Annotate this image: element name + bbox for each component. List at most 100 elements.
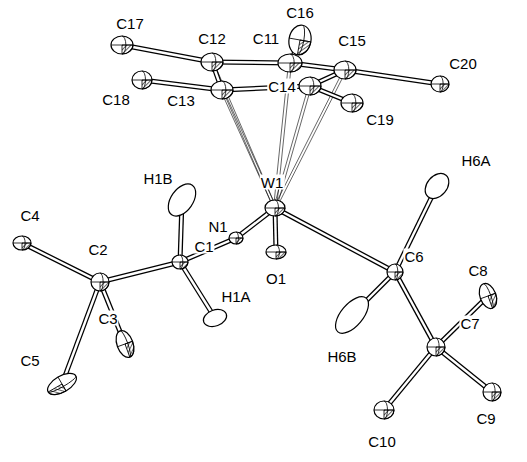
bond-core [122, 45, 212, 62]
ellipsoid-outline [476, 281, 500, 311]
ellipsoid-outline [427, 338, 445, 356]
ellipsoid-outline [91, 273, 109, 291]
ellipsoid [132, 71, 152, 89]
principal-axis [13, 243, 31, 244]
atom-label: C14 [267, 79, 297, 94]
principal-arc [352, 94, 356, 112]
ellipsoid-outline [287, 23, 314, 56]
ellipsoid-outline [334, 61, 356, 79]
ellipsoid-outline [387, 264, 403, 280]
ellipsoid-outline [299, 77, 321, 95]
principal-axis [289, 38, 311, 42]
principal-arc [345, 61, 349, 79]
principal-axis [431, 84, 449, 85]
octant-shade [395, 272, 403, 280]
octant-shade [180, 262, 188, 269]
ellipsoid [387, 264, 403, 280]
bond [345, 70, 440, 84]
principal-axis [334, 70, 356, 71]
principal-arc [290, 54, 294, 72]
bond-core [222, 86, 310, 90]
atom-label: C9 [475, 411, 496, 426]
ellipsoid [287, 23, 314, 56]
atom-label: C17 [115, 16, 145, 31]
bond [180, 238, 236, 262]
atom-label: H6B [326, 349, 357, 364]
bond-core [436, 347, 492, 392]
ellipsoid-outline [278, 54, 302, 72]
ellipsoid-outline [483, 383, 501, 401]
principal-axis [427, 347, 445, 348]
octant-shade [297, 40, 310, 57]
bond [436, 296, 488, 347]
ellipsoid [91, 273, 109, 291]
atom-label: C18 [101, 92, 131, 107]
ellipsoid [341, 94, 363, 112]
bond-core [62, 282, 100, 384]
ellipsoid [44, 369, 80, 399]
bond [222, 86, 310, 90]
ellipsoid-outline [113, 328, 138, 360]
ellipsoid-outline [329, 291, 374, 339]
bond [395, 186, 437, 272]
principal-arc [440, 76, 443, 92]
principal-axis [480, 293, 495, 298]
ellipsoid-outline [201, 306, 229, 329]
ellipsoid [265, 200, 285, 216]
ellipsoid [476, 281, 500, 311]
atom-label: C7 [459, 316, 480, 331]
principal-arc [100, 273, 103, 291]
principal-axis [278, 63, 302, 64]
atom-label: C1 [193, 239, 214, 254]
principal-arc [395, 264, 398, 280]
bond-core [100, 262, 180, 282]
atom-label: C19 [365, 112, 395, 127]
contact-line [221, 90, 274, 208]
bond [384, 347, 436, 410]
principal-arc [384, 401, 388, 419]
bond-core [345, 70, 440, 84]
bond [275, 208, 395, 272]
bonds [22, 40, 492, 410]
principal-arc [142, 71, 146, 89]
bond [436, 347, 492, 392]
ellipsoid-outline [341, 94, 363, 112]
principal-axis [211, 90, 233, 91]
principal-arc [222, 81, 226, 99]
ellipsoid [113, 328, 138, 360]
principal-axis [229, 238, 243, 239]
principal-arc [492, 383, 495, 401]
ellipsoid-outline [211, 81, 233, 99]
ellipsoid [483, 383, 501, 401]
principal-axis [299, 86, 321, 87]
bond-core [395, 272, 436, 347]
ellipsoid-outline [13, 236, 31, 250]
atom-label: C15 [337, 33, 367, 48]
atom-label: H1B [142, 171, 173, 186]
bond [122, 45, 212, 62]
atom-label: O1 [265, 271, 287, 286]
principal-axis [341, 103, 363, 104]
ellipsoid [266, 245, 286, 259]
principal-axis [387, 272, 403, 273]
atom-label: C10 [367, 434, 397, 449]
ellipsoid [211, 81, 233, 99]
atom-label: C6 [403, 249, 424, 264]
principal-axis [111, 45, 133, 46]
ellipsoid-outline [266, 245, 286, 259]
atom-label: H6A [460, 153, 491, 168]
principal-arc [212, 53, 216, 71]
ellipsoid [111, 36, 133, 54]
principal-axis [172, 262, 188, 263]
atoms [13, 23, 501, 419]
atom-label: H1A [220, 289, 251, 304]
principal-axis [201, 62, 223, 63]
bond-core [395, 186, 437, 272]
principal-arc [310, 77, 314, 95]
ellipsoid-outline [374, 401, 394, 419]
principal-arc [297, 25, 306, 55]
principal-arc [48, 376, 77, 394]
contact-line [274, 86, 309, 208]
bond [180, 262, 215, 318]
